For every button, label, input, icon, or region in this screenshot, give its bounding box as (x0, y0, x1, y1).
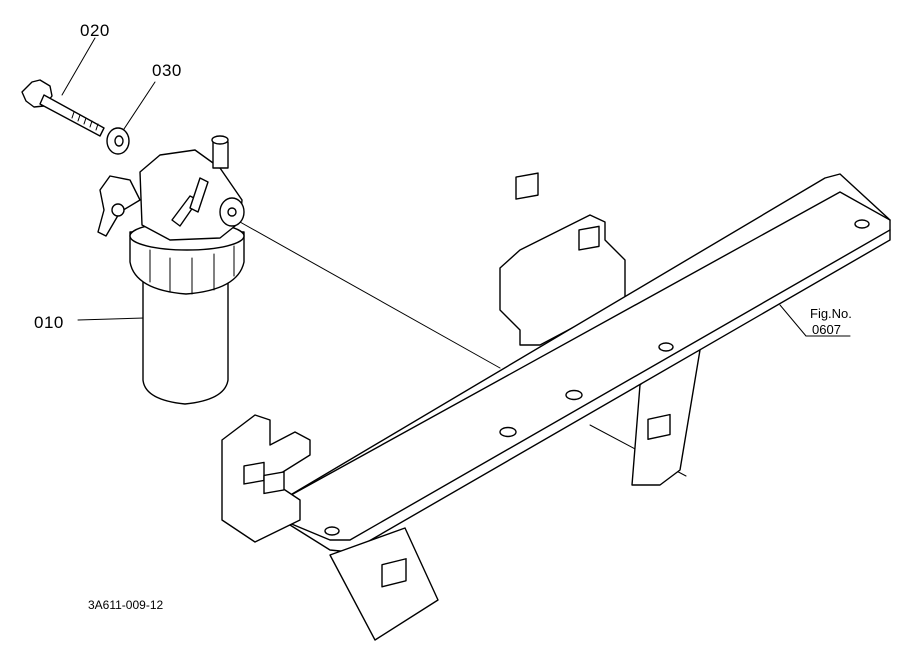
filter-side-hole (227, 207, 237, 217)
leader-line-010 (77, 317, 145, 321)
fig-ref-number: 0607 (812, 322, 841, 337)
rail-hole-2 (658, 342, 674, 352)
front-leg-nut (381, 558, 407, 588)
rail-hole-4 (499, 426, 517, 438)
main-rail (281, 173, 891, 553)
filter-bowl (142, 271, 229, 405)
labels: 020 030 010 Fig.No. 0607 3A611-009-12 (34, 21, 852, 612)
part-label-030: 030 (152, 61, 182, 80)
bracket-icon (221, 172, 891, 641)
front-tab-nut-1 (243, 461, 265, 485)
bolt-shank (39, 94, 105, 137)
part-label-010: 010 (34, 313, 64, 332)
filter-ring-grip (149, 245, 235, 295)
lower-leg-nut (647, 413, 671, 440)
rail-hole-1 (854, 219, 870, 229)
leader-line-030 (121, 81, 156, 133)
filter-valve-knob (111, 203, 125, 217)
rear-tab-nut-1 (515, 172, 539, 200)
rail-hole-3 (565, 389, 583, 401)
part-label-020: 020 (80, 21, 110, 40)
washer-icon (106, 127, 130, 155)
drawing-code: 3A611-009-12 (88, 598, 163, 612)
filter-outlet-pipe-2 (189, 177, 209, 213)
bolt-icon (21, 79, 105, 137)
main-rail-lip (281, 229, 891, 541)
rail-hole-5 (324, 526, 340, 536)
filter-top-nipple-cap (211, 135, 229, 145)
main-rail-edge (281, 191, 891, 501)
filter-top-nipple (212, 141, 229, 169)
bolt-thread (71, 111, 99, 131)
front-tab-nut-2 (263, 471, 285, 495)
leader-line-fig-diag (779, 304, 807, 337)
fig-ref-title: Fig.No. (810, 306, 852, 321)
rear-tab-nut-2 (578, 225, 600, 251)
leader-line-020 (61, 37, 96, 96)
mount-line-upper (239, 221, 501, 369)
washer-inner (114, 135, 124, 147)
fuel-filter-icon (97, 135, 245, 405)
